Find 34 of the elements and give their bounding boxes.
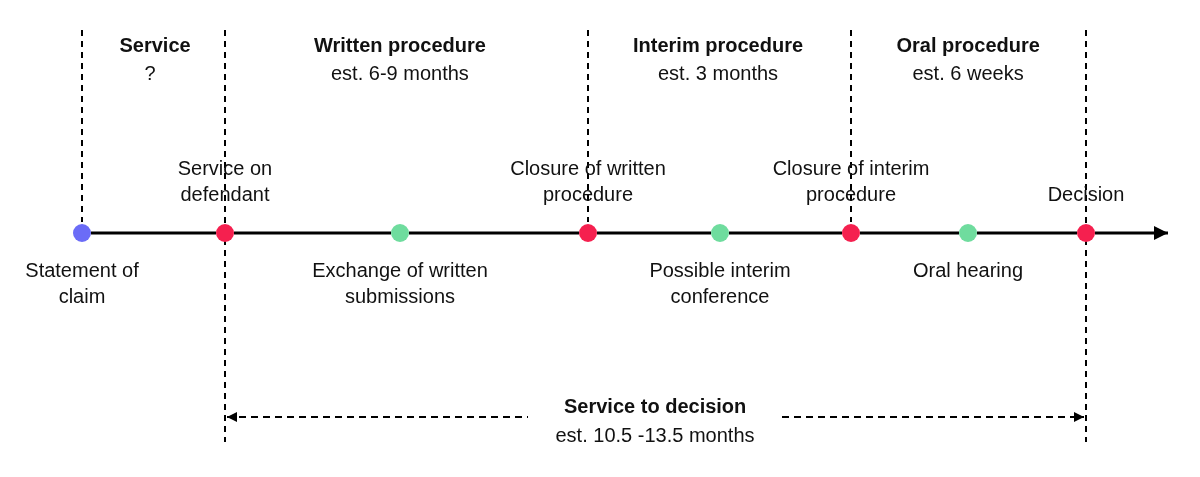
event-label: Decision bbox=[1046, 182, 1126, 207]
event-label: Closure of interim procedure bbox=[771, 156, 931, 207]
duration-label: est. 10.5 -13.5 months bbox=[555, 423, 755, 448]
timeline-line bbox=[597, 231, 711, 235]
duration-label: est. 3 months bbox=[658, 61, 779, 86]
phase-heading: Oral procedure bbox=[896, 33, 1040, 58]
milestone-dot bbox=[216, 224, 234, 242]
event-label: Possible interim conference bbox=[648, 258, 792, 309]
timeline-line bbox=[91, 231, 216, 235]
timeline-line bbox=[729, 231, 842, 235]
event-label: Statement of claim bbox=[24, 258, 140, 309]
phase-heading: Interim procedure bbox=[633, 33, 804, 58]
milestone-dot bbox=[842, 224, 860, 242]
event-label: Exchange of written submissions bbox=[311, 258, 489, 309]
phase-heading: Service to decision bbox=[564, 394, 747, 419]
timeline-line bbox=[409, 231, 579, 235]
event-label: Closure of written procedure bbox=[509, 156, 667, 207]
duration-label: est. 6-9 months bbox=[331, 61, 469, 86]
phase-heading: Service bbox=[119, 33, 191, 58]
timeline-line bbox=[860, 231, 959, 235]
milestone-dot bbox=[579, 224, 597, 242]
milestone-dot bbox=[959, 224, 977, 242]
phase-heading: Written procedure bbox=[314, 33, 486, 58]
event-label: Service on defendant bbox=[176, 156, 274, 207]
milestone-dot bbox=[1077, 224, 1095, 242]
duration-label: est. 6 weeks bbox=[912, 61, 1024, 86]
milestone-dot bbox=[711, 224, 729, 242]
milestone-dot bbox=[73, 224, 91, 242]
arrow bbox=[1095, 226, 1168, 240]
timeline-line bbox=[977, 231, 1077, 235]
milestone-dot bbox=[391, 224, 409, 242]
timeline-line bbox=[234, 231, 391, 235]
event-label: Oral hearing bbox=[911, 258, 1025, 283]
duration-label: ? bbox=[144, 61, 156, 86]
